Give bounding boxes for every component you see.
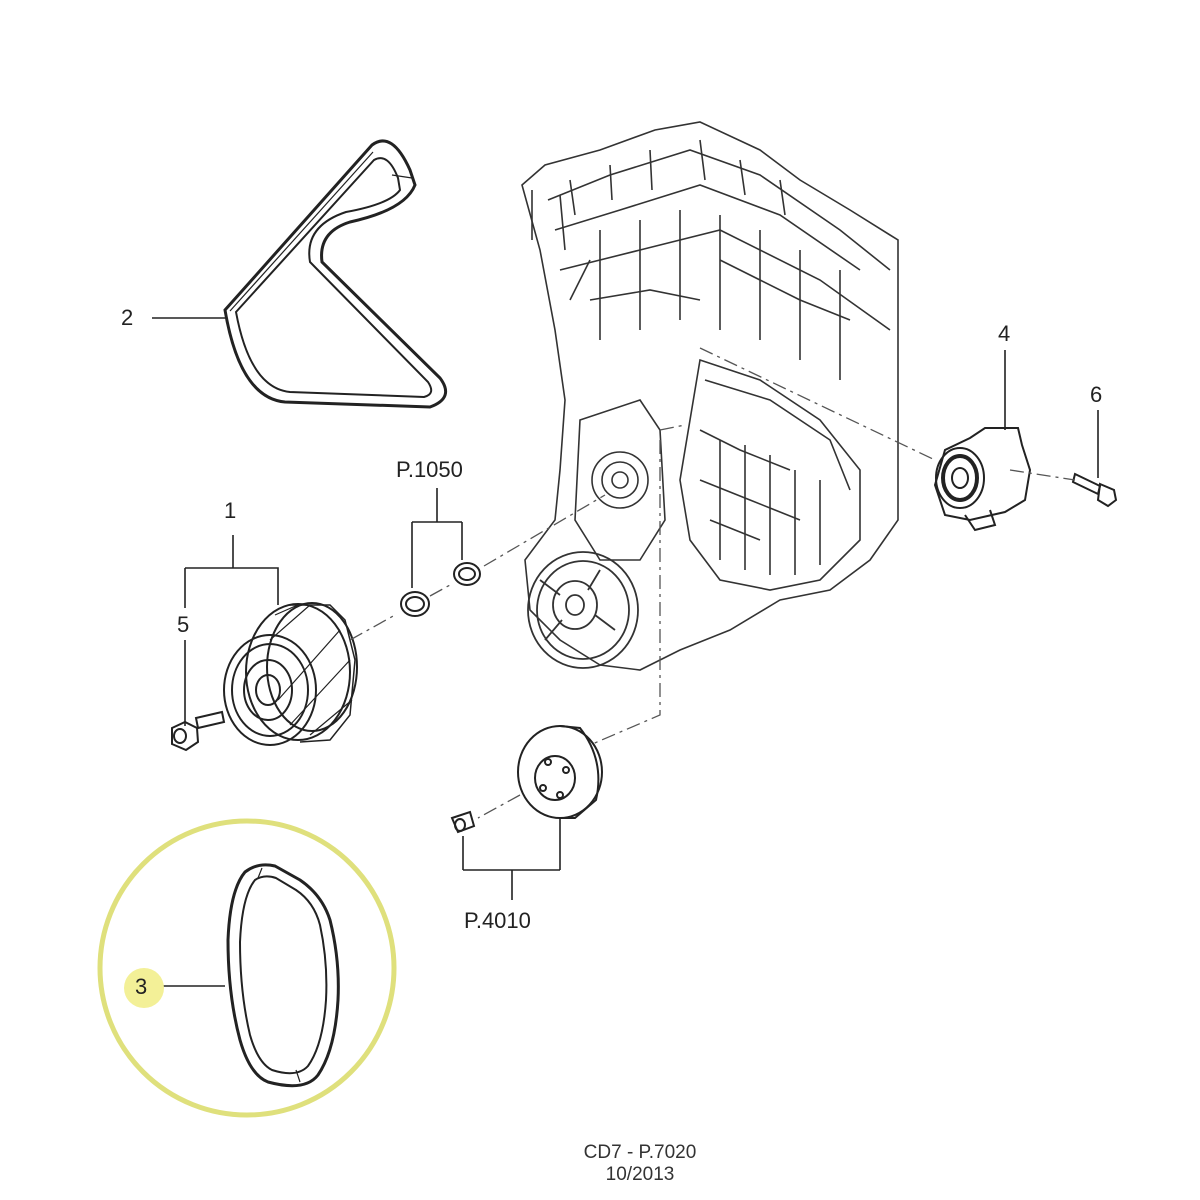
bolt-part-6[interactable] [1071, 472, 1118, 508]
crankshaft-pulley-part-1[interactable] [223, 602, 358, 746]
belt-tensioner-part-4[interactable] [933, 427, 1032, 532]
assembly-centerlines [349, 347, 1076, 819]
bolt-p4010[interactable] [450, 810, 476, 834]
callout-p1050: P.1050 [396, 457, 463, 482]
callout-4: 4 [998, 321, 1011, 346]
footer-date: 10/2013 [605, 1164, 675, 1185]
leader-lines [152, 317, 1099, 987]
bolt-part-5[interactable] [171, 710, 226, 752]
callout-5: 5 [177, 612, 190, 637]
drive-belt-part-2[interactable] [223, 139, 448, 409]
drive-belt-part-3[interactable] [226, 863, 340, 1088]
timing-gear [527, 551, 639, 669]
callout-6: 6 [1090, 382, 1103, 407]
water-pump-pulley-p4010[interactable] [517, 725, 603, 819]
highlight-ring [97, 818, 397, 1118]
callout-3: 3 [135, 974, 148, 999]
o-rings-p1050[interactable] [400, 562, 481, 617]
callout-1: 1 [224, 498, 237, 523]
diagram-footer: CD7 - P.7020 10/2013 [540, 1142, 740, 1186]
callout-p4010: P.4010 [464, 908, 531, 933]
engine-block [521, 121, 899, 671]
footer-code: CD7 - P.7020 [583, 1142, 697, 1163]
callout-2: 2 [121, 305, 134, 330]
